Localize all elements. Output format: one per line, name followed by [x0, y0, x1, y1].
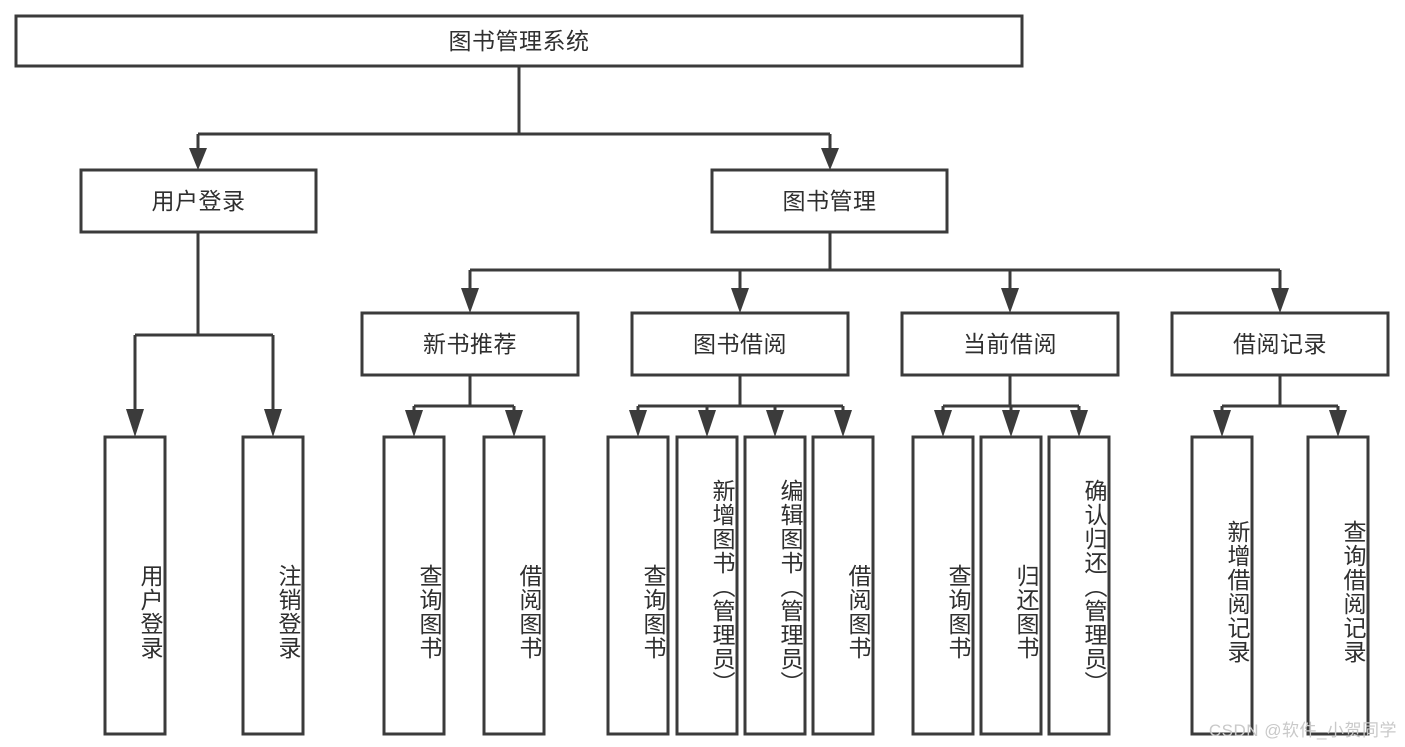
node-box-root[interactable]	[14, 14, 1024, 68]
node-box-leaf-logout[interactable]	[241, 435, 305, 736]
arrow-to-leaf-return-book	[1002, 410, 1020, 437]
node-box-book-borrow[interactable]	[630, 311, 850, 377]
arrow-to-leaf-add-book	[698, 410, 716, 437]
arrow-to-user-login	[189, 148, 207, 170]
arrow-to-leaf-borrow-book-2	[834, 410, 852, 437]
node-box-leaf-add-record[interactable]	[1190, 435, 1254, 736]
node-box-leaf-query-book-2[interactable]	[606, 435, 670, 736]
arrow-to-leaf-borrow-book-1	[505, 410, 523, 437]
arrow-to-leaf-query-book-3	[934, 410, 952, 437]
node-box-leaf-borrow-book-2[interactable]	[811, 435, 875, 736]
arrow-to-borrow-record	[1271, 288, 1289, 313]
node-box-leaf-query-record[interactable]	[1306, 435, 1370, 736]
arrow-to-book-borrow	[731, 288, 749, 313]
node-box-leaf-user-login[interactable]	[103, 435, 167, 736]
arrow-to-leaf-user-login	[126, 409, 144, 437]
arrow-to-leaf-edit-book	[766, 410, 784, 437]
arrow-to-leaf-query-record	[1329, 410, 1347, 437]
node-box-leaf-edit-book[interactable]	[743, 435, 807, 736]
node-box-leaf-add-book[interactable]	[675, 435, 739, 736]
node-box-user-login[interactable]	[79, 168, 318, 234]
node-box-leaf-confirm-return[interactable]	[1047, 435, 1111, 736]
arrow-to-leaf-add-record	[1213, 410, 1231, 437]
arrow-to-leaf-query-book-1	[405, 410, 423, 437]
arrow-to-book-manage	[821, 148, 839, 170]
node-box-book-manage[interactable]	[710, 168, 949, 234]
arrow-to-current-borrow	[1001, 288, 1019, 313]
node-box-borrow-record[interactable]	[1170, 311, 1390, 377]
node-box-new-book-rec[interactable]	[360, 311, 580, 377]
node-layer	[14, 14, 1390, 736]
arrow-to-leaf-query-book-2	[629, 410, 647, 437]
node-box-leaf-query-book-3[interactable]	[911, 435, 975, 736]
node-box-current-borrow[interactable]	[900, 311, 1120, 377]
node-box-leaf-borrow-book-1[interactable]	[482, 435, 546, 736]
arrow-to-leaf-logout	[264, 409, 282, 437]
csdn-watermark: CSDN @软件_小贺同学	[1208, 721, 1397, 740]
arrow-to-new-book-rec	[461, 288, 479, 313]
connector-layer	[126, 66, 1347, 437]
arrow-to-leaf-confirm-return	[1070, 410, 1088, 437]
node-box-leaf-query-book-1[interactable]	[382, 435, 446, 736]
node-box-leaf-return-book[interactable]	[979, 435, 1043, 736]
